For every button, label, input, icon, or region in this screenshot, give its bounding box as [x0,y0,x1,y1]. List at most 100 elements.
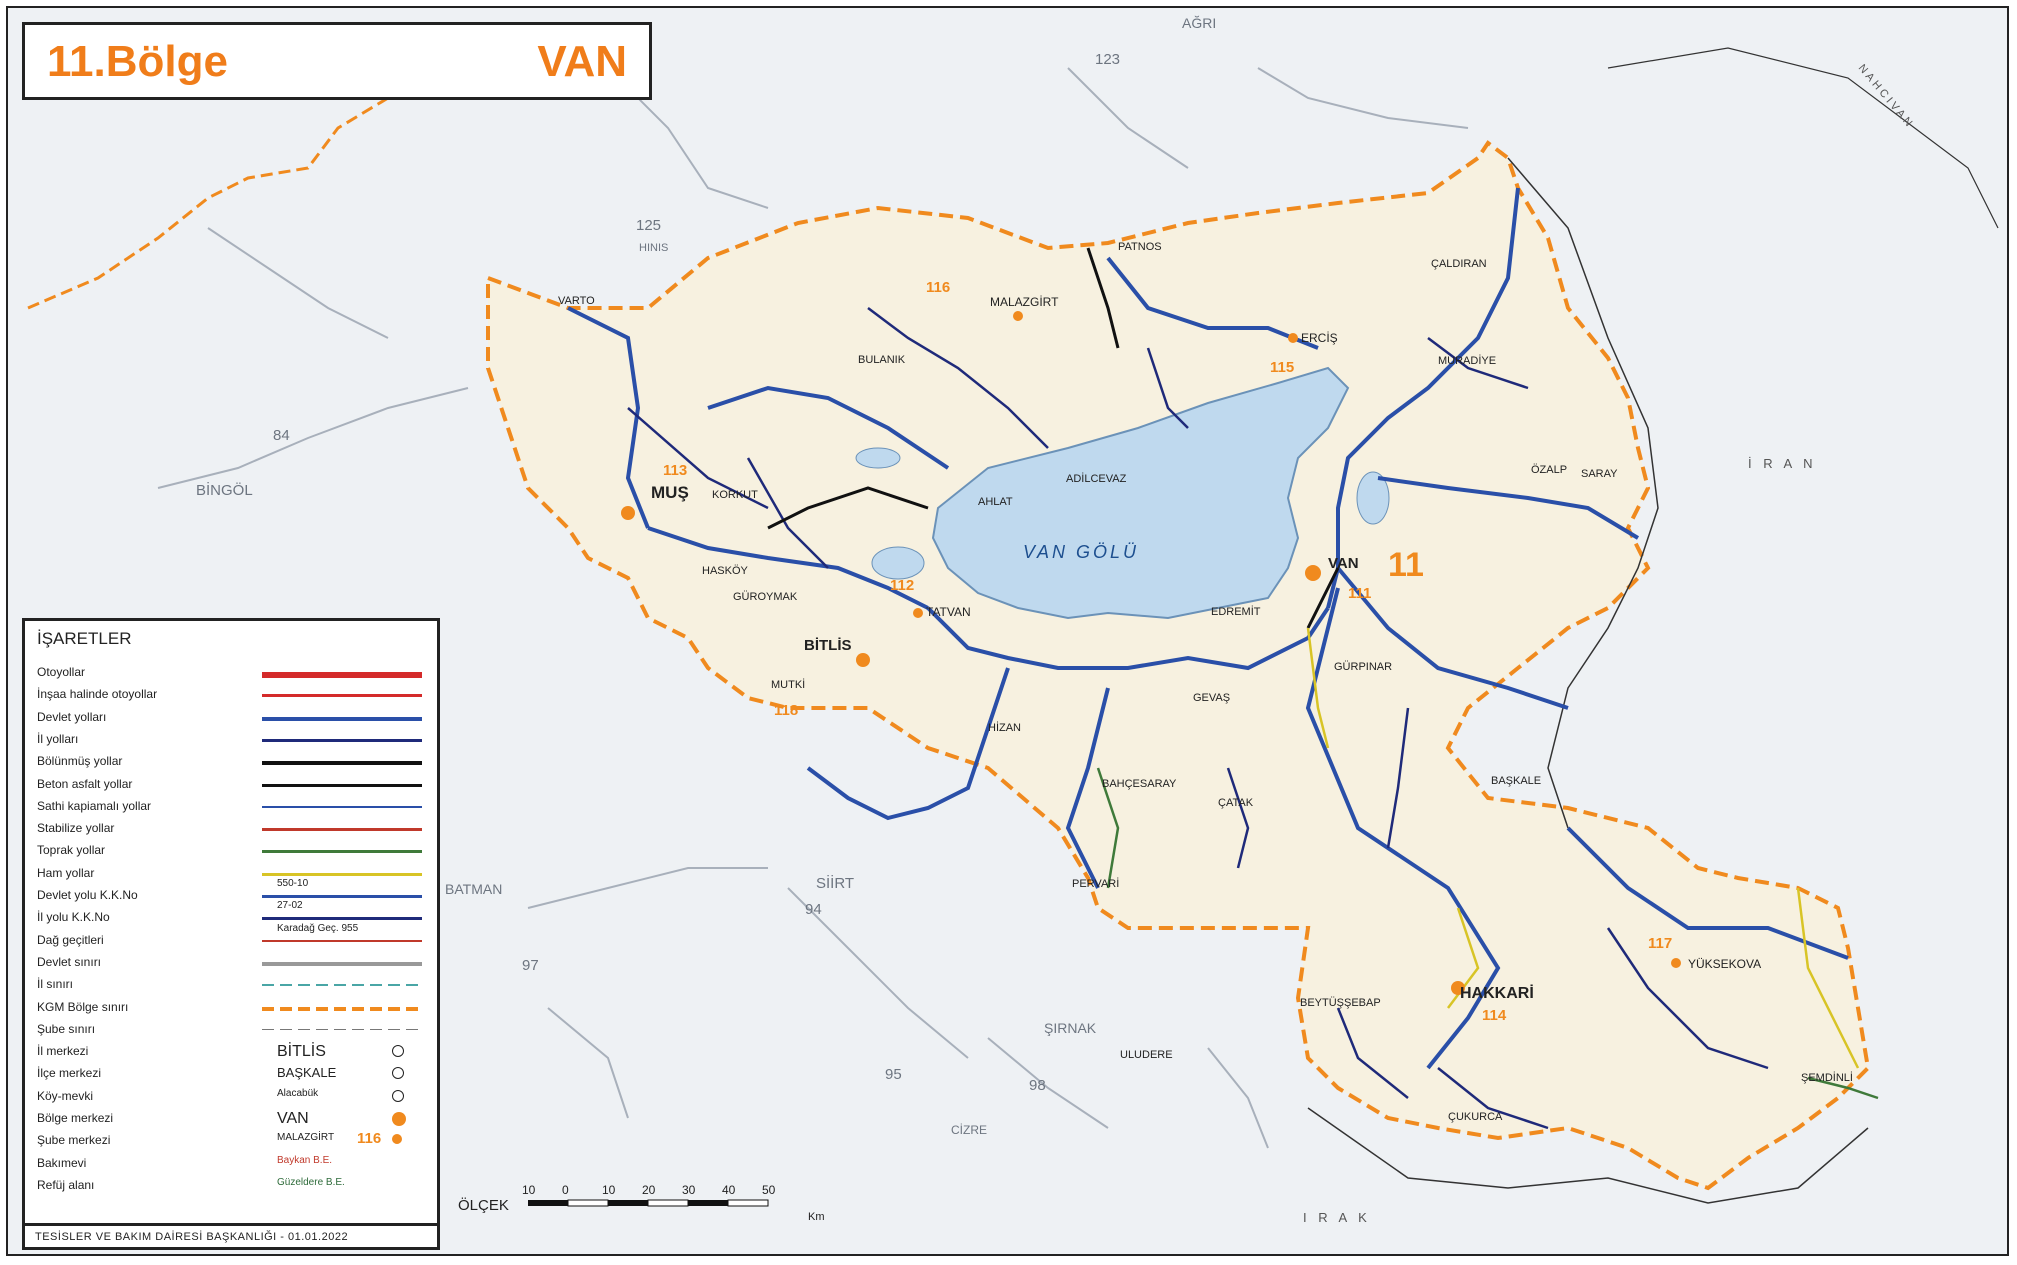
svg-text:97: 97 [522,957,539,974]
city-title: VAN [537,37,627,86]
legend-symbol [262,984,422,987]
lake-nemrut [871,546,925,580]
legend-symbol [262,850,422,854]
legend-marker [392,1045,404,1058]
branch-van: VAN [1328,555,1359,572]
legend-marker [392,1089,404,1102]
tatvan-marker [913,608,923,618]
legend-label: Köy-mevki [37,1088,94,1103]
branch-bitlis: BİTLİS [804,637,852,654]
legend-label: Dağ geçitleri [37,932,104,947]
ercis-marker [1288,333,1298,343]
branch-tatvan-number: 112 [890,577,914,594]
legend-row: Toprak yollar [37,841,427,861]
legend-row: Otoyollar [37,663,427,683]
scale-tick-label: 10 [522,1183,536,1197]
svg-text:MUTKİ: MUTKİ [771,678,805,691]
bitlis-marker [856,653,870,667]
legend-symbol [262,672,422,678]
legend-symbol [262,895,422,898]
legend-label: Devlet sınırı [37,954,102,969]
hakkari-marker [1451,981,1465,995]
svg-text:95: 95 [885,1066,902,1083]
legend-marker [392,1134,402,1145]
legend-marker [392,1112,406,1126]
branch-tatvan: TATVAN [926,605,971,619]
legend-sample: VAN [277,1110,309,1127]
svg-text:SARAY: SARAY [1581,468,1618,480]
map-canvas[interactable]: VAN GÖLÜ 11 VAN 111 MUŞ 113 BİTLİS 118 T… [8,8,2009,1256]
kgm-region-border [27,76,439,310]
legend-label: Bakımevi [37,1155,87,1170]
yuksekova-marker [1671,958,1681,968]
legend-symbol [262,872,422,876]
legend-row: İl sınırı [37,975,427,995]
legend-sample: Alacabük [277,1087,319,1099]
svg-text:SİİRT: SİİRT [816,874,854,892]
region-area [486,140,1871,1191]
stabilized-roads [1096,767,1879,1100]
scale-tick-label: 20 [642,1183,656,1197]
legend-sample: BAŞKALE [277,1065,337,1081]
iran-border [1507,157,1659,829]
scale-label: ÖLÇEK [458,1196,509,1214]
branch-van-number: 111 [1348,585,1371,602]
state-roads [567,187,1849,1070]
legend-symbol [262,694,422,698]
legend-sample: BİTLİS [277,1043,326,1061]
svg-text:ÇATAK: ÇATAK [1218,797,1254,809]
lake-ercek [1356,471,1390,525]
iraq-border [1307,1107,1869,1204]
legend-label: Bölge merkezi [37,1111,114,1125]
legend-symbol [262,805,422,808]
svg-text:AHLAT: AHLAT [978,496,1013,508]
map-frame: VAN GÖLÜ 11 VAN 111 MUŞ 113 BİTLİS 118 T… [6,6,2009,1256]
svg-text:BEYTÜŞŞEBAP: BEYTÜŞŞEBAP [1300,997,1381,1009]
legend-symbol [262,761,422,766]
svg-text:125: 125 [636,217,661,234]
malazgirt-marker [1013,311,1023,321]
map-labels: VAN GÖLÜ 11 VAN 111 MUŞ 113 BİTLİS 118 T… [196,15,1916,1225]
scale-unit: Km [808,1211,825,1223]
svg-text:BAŞKALE: BAŞKALE [1491,775,1541,787]
legend-label: İl sınırı [37,977,74,992]
legend-number: 116 [357,1130,382,1148]
legend-footer: TESİSLER VE BAKIM DAİRESİ BAŞKANLIĞI - 0… [22,1226,440,1250]
title-box: 11.Bölge VAN [22,22,652,100]
branch-malazgirt-number: 116 [926,279,950,296]
legend-label: Stabilize yollar [37,821,115,836]
scale-tick-label: 50 [762,1183,776,1197]
svg-text:GEVAŞ: GEVAŞ [1193,692,1230,704]
branch-malazgirt: MALAZGİRT [990,295,1059,309]
legend-label: İl yolu K.K.No [37,910,110,925]
svg-text:BİNGÖL: BİNGÖL [196,481,253,499]
legend-sample: Karadağ Geç. 955 [277,922,359,934]
svg-text:PERVARİ: PERVARİ [1072,877,1119,890]
legend-row: İl yolları [37,730,427,750]
svg-text:KORKUT: KORKUT [712,489,758,501]
branch-ercis-number: 115 [1270,359,1294,376]
legend-label: Beton asfalt yollar [37,776,133,791]
scale-tick-label: 30 [682,1183,696,1197]
scale-tick-label: 10 [602,1183,616,1197]
outside-roads [157,67,1469,1149]
legend-label: Refüj alanı [37,1177,95,1192]
legend-label: Devlet yolu K.K.No [37,888,138,902]
branch-bitlis-number: 118 [774,702,798,719]
legend-sample: 550-10 [277,878,309,889]
legend-marker [392,1067,404,1080]
lake-van-label: VAN GÖLÜ [1023,542,1139,562]
legend-row: Beton asfalt yollar [37,775,427,795]
legend-row: Dağ geçitleri Karadağ Geç. 955 [37,923,427,951]
branch-ercis: ERCİŞ [1301,331,1338,345]
svg-text:94: 94 [805,901,822,918]
legend-sample: 27-02 [277,900,303,912]
legend-symbol [262,1006,422,1011]
legend-row: Bölünmüş yollar [37,752,427,772]
svg-text:PATNOS: PATNOS [1118,241,1162,253]
lake-nazik [855,447,901,469]
svg-text:AĞRI: AĞRI [1182,15,1216,31]
legend-label: KGM Bölge sınırı [37,999,129,1014]
